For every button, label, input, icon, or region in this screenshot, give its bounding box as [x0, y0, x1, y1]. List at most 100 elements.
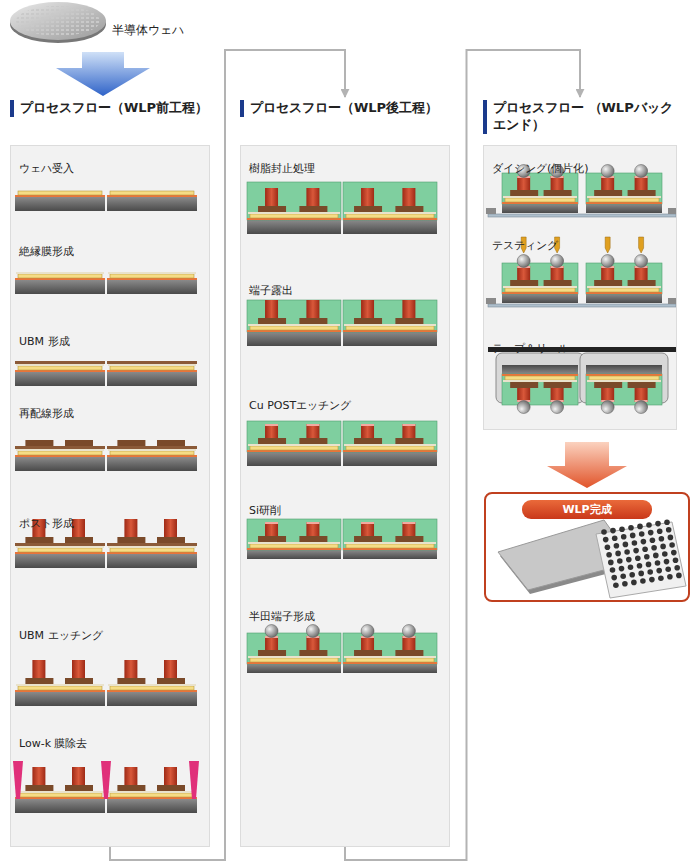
- rdl-pad: [157, 785, 185, 791]
- insulator-film: [108, 791, 196, 793]
- cu-post: [402, 424, 415, 438]
- step-label: ダイシング(個片化): [492, 161, 589, 176]
- rdl-pad: [25, 440, 53, 446]
- step-label: Cu POSTエッチング: [249, 398, 351, 413]
- panel-ground: ダイシング(個片化)テスティングテープ＆リール: [483, 145, 677, 430]
- insulator-film: [587, 196, 661, 198]
- test-probe: [639, 237, 644, 253]
- silicon-substrate: [502, 365, 578, 374]
- rdl-pad: [25, 785, 53, 791]
- step-label: UBM 形成: [19, 334, 70, 349]
- result-title: WLP完成: [522, 500, 652, 519]
- rdl-pad: [117, 440, 145, 446]
- step-label: Si研削: [249, 503, 281, 518]
- solder-ball: [650, 537, 656, 543]
- panel-heading: プロセスフロー（WLP後工程）: [240, 100, 450, 117]
- solder-ball: [655, 521, 661, 527]
- device-pad-layer: [110, 366, 194, 370]
- insulator-film: [108, 272, 196, 274]
- cu-post: [635, 388, 648, 402]
- resin-mold: [343, 421, 437, 452]
- cross-section: [15, 191, 197, 211]
- insulator-film: [503, 196, 577, 198]
- silicon-substrate: [343, 220, 437, 234]
- solder-ball: [665, 566, 671, 572]
- rdl-pad: [157, 678, 185, 684]
- post-top: [306, 424, 319, 426]
- device-pad-layer: [346, 326, 434, 330]
- cross-section: [247, 421, 437, 466]
- tape-frame: [486, 208, 496, 214]
- insulator-film: [344, 212, 436, 214]
- silicon-substrate: [15, 372, 105, 386]
- device-pad-layer: [505, 198, 575, 202]
- panel-heading: プロセスフロー（WLP前工程）: [10, 100, 210, 117]
- device-pad-layer: [18, 793, 102, 797]
- step-illustrations: [241, 146, 449, 846]
- cu-post: [32, 767, 45, 785]
- solder-ball: [653, 553, 659, 559]
- solder-ball: [673, 557, 679, 563]
- rdl-pad: [25, 537, 53, 543]
- cu-post: [265, 636, 278, 650]
- solder-ball: [635, 165, 648, 178]
- cu-post: [601, 176, 614, 190]
- cu-post: [635, 266, 648, 280]
- rdl-pad: [354, 536, 382, 542]
- device-pad-layer: [505, 376, 575, 380]
- rdl-pad: [395, 536, 423, 542]
- rdl-pad: [395, 650, 423, 656]
- rdl-pad: [628, 190, 656, 196]
- solder-ball: [666, 527, 672, 533]
- result-arrow: [547, 442, 627, 488]
- resin-mold: [247, 300, 341, 332]
- insulator-film: [344, 324, 436, 326]
- step-label: 絶縁膜形成: [19, 244, 74, 259]
- solder-ball: [644, 554, 650, 560]
- solder-ball: [517, 401, 530, 414]
- solder-ball: [658, 575, 664, 581]
- device-pad-layer: [346, 446, 434, 450]
- process-panel: プロセスフロー（WLP前工程）ウェハ受入絶縁膜形成UBM 形成再配線形成ポスト形…: [10, 100, 210, 847]
- device-pad-layer: [18, 274, 102, 278]
- solder-ball: [655, 560, 661, 566]
- ubm-layer: [15, 543, 105, 546]
- insulator-film: [503, 380, 577, 382]
- rdl-pad: [157, 440, 185, 446]
- device-pad-layer: [589, 288, 659, 292]
- cu-post: [164, 519, 177, 537]
- cu-post: [306, 522, 319, 536]
- package-bottom: [596, 522, 686, 598]
- solder-ball: [635, 555, 641, 561]
- solder-ball: [646, 562, 652, 568]
- insulator-film: [108, 546, 196, 548]
- solder-ball: [606, 552, 612, 558]
- resin-mold: [586, 374, 662, 405]
- tape-frame: [486, 298, 496, 304]
- rdl-pad: [594, 280, 622, 286]
- device-pad-layer: [505, 288, 575, 292]
- wafer-dies: [16, 6, 100, 36]
- post-top: [265, 522, 278, 524]
- solder-ball: [610, 528, 616, 534]
- silicon-substrate: [107, 197, 197, 211]
- step-label: ポスト形成: [19, 516, 74, 531]
- step-label: 半田端子形成: [249, 609, 315, 624]
- solder-ball: [635, 401, 648, 414]
- ball-array: [601, 519, 682, 588]
- solder-ball: [265, 625, 278, 638]
- solder-ball: [639, 531, 645, 537]
- solder-ball: [613, 582, 619, 588]
- solder-ball: [551, 255, 564, 268]
- step-label: ウェハ受入: [19, 161, 74, 176]
- resin-mold: [586, 263, 662, 294]
- cross-section: [488, 347, 676, 414]
- solder-ball: [631, 580, 637, 586]
- rdl-pad: [117, 785, 145, 791]
- rdl-pad: [354, 650, 382, 656]
- metal-line: [586, 202, 662, 204]
- cu-post: [402, 188, 415, 206]
- ubm-layer: [15, 361, 105, 364]
- cu-post: [124, 767, 137, 785]
- insulator-film: [248, 444, 340, 446]
